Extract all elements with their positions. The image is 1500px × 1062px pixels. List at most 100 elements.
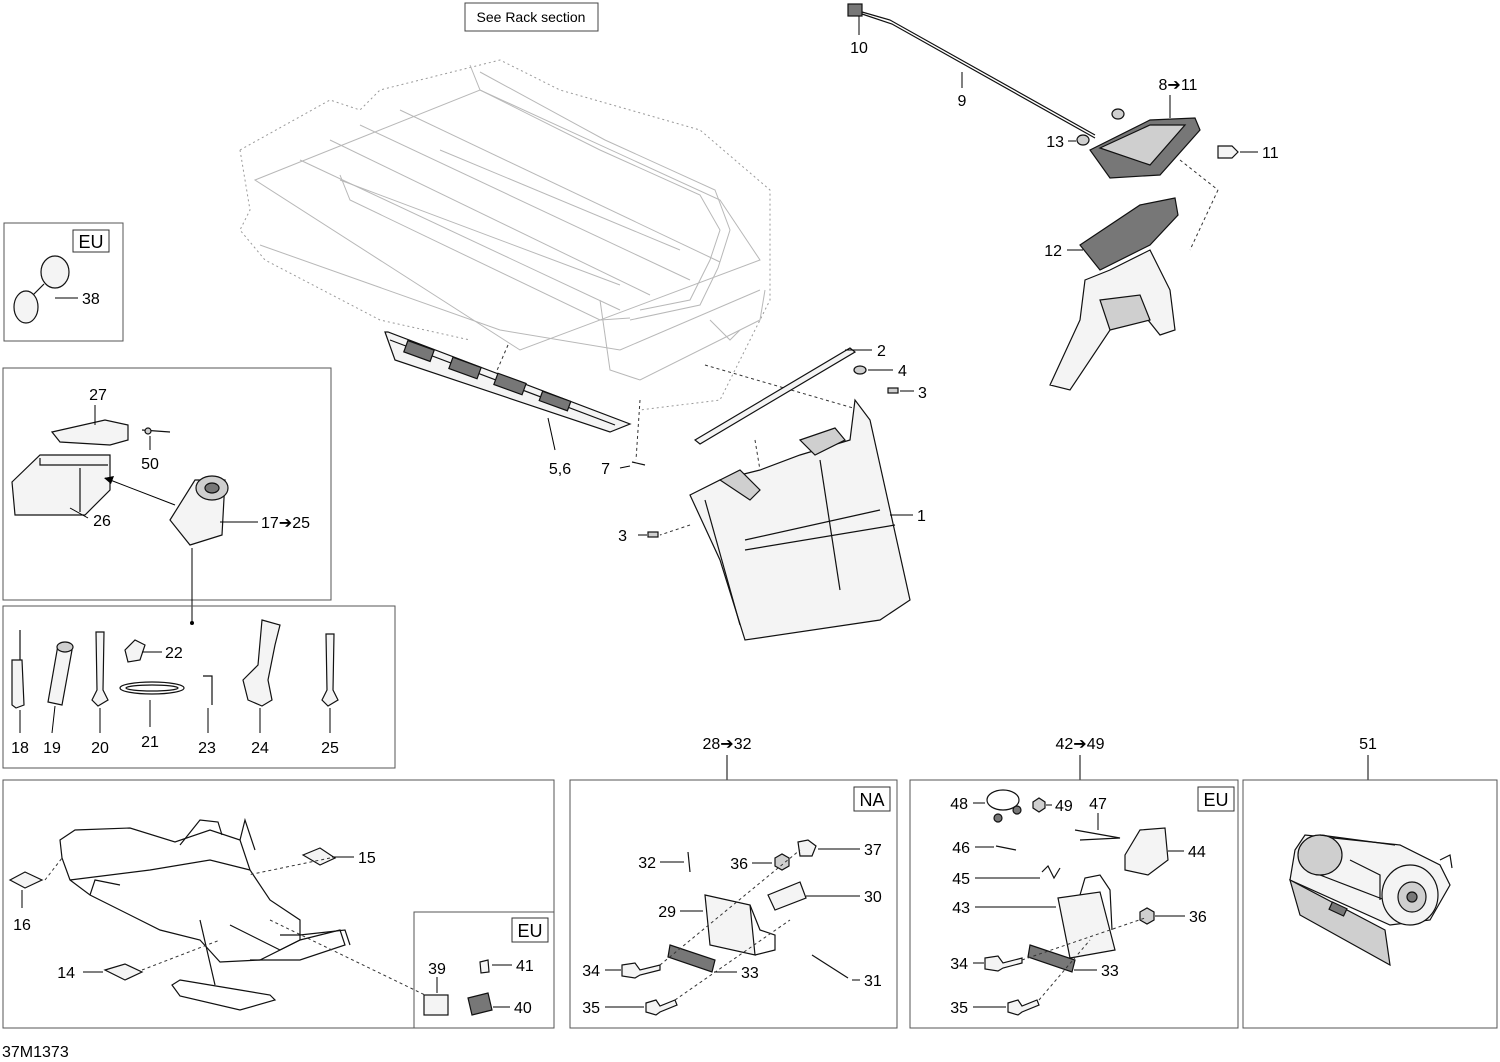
callout-15: 15 (358, 850, 376, 867)
rack-ghost-illustration (239, 59, 861, 461)
callout-17-25: 17➔25 (261, 515, 310, 532)
callout-14: 14 (57, 965, 75, 982)
reflector-39-part (423, 994, 449, 1016)
callout-26: 26 (93, 513, 111, 530)
hitch-na-box (569, 779, 898, 1029)
tool-bag-box (2, 367, 332, 601)
callout-46: 46 (952, 840, 970, 857)
callout-49: 49 (1055, 798, 1073, 815)
callout-34-eu: 34 (950, 956, 968, 973)
hex-key-23-part (203, 675, 213, 705)
callout-13: 13 (1046, 134, 1064, 151)
hitch-eu-box (909, 779, 1239, 1029)
callout-31: 31 (864, 973, 882, 990)
pin-46-part (995, 845, 1017, 851)
nut-36-eu-part (1139, 907, 1155, 925)
rack-note-box[interactable]: See Rack section (464, 2, 599, 32)
bracket-27-part (50, 419, 129, 446)
callout-48: 48 (950, 796, 968, 813)
hitch-na-tag-text: NA (859, 790, 884, 810)
tool-kit-roll-part (169, 475, 229, 546)
bolt-34-na-part (621, 962, 661, 979)
callout-44: 44 (1188, 844, 1206, 861)
reflector-eu-tag (511, 917, 549, 943)
flap-bar-part (693, 347, 857, 445)
callout-32: 32 (638, 855, 656, 872)
callout-29: 29 (658, 904, 676, 921)
callout-8-11: 8➔11 (1159, 77, 1198, 94)
winch-part (1289, 834, 1453, 967)
hitch-na-tag (853, 786, 891, 812)
hitch-eu-tag (1197, 786, 1235, 812)
callout-35-na: 35 (582, 1000, 600, 1017)
pad-33-na-part (667, 944, 716, 973)
bracket-30-part (767, 881, 807, 911)
callout-20: 20 (91, 740, 109, 757)
clip-22-part (124, 639, 146, 663)
callout-42-49: 42➔49 (1056, 736, 1105, 753)
mirror-eu-box (3, 222, 124, 342)
rivet-50-part (141, 427, 171, 435)
snowmobile-illustration (59, 817, 351, 1011)
callout-37: 37 (864, 842, 882, 859)
mirror-eu-tag-text: EU (78, 232, 103, 252)
rope-21-part (119, 681, 185, 695)
pin-31-part (811, 954, 849, 979)
callout-4: 4 (898, 363, 907, 380)
callout-7: 7 (601, 461, 610, 478)
callout-33-na: 33 (741, 965, 759, 982)
callout-30: 30 (864, 889, 882, 906)
callout-39: 39 (428, 961, 446, 978)
callout-3-left: 3 (618, 528, 627, 545)
callout-50: 50 (141, 456, 159, 473)
side-deflector-part (384, 331, 632, 433)
snowmobile-box (2, 779, 555, 1029)
reflector-eu-tag-text: EU (517, 921, 542, 941)
pad-33-eu-part (1027, 944, 1076, 973)
decal-16-part (8, 871, 44, 889)
callout-9: 9 (958, 93, 967, 110)
callout-10: 10 (850, 40, 868, 57)
callout-24: 24 (251, 740, 269, 757)
spark-plug-socket-19-part (47, 641, 74, 706)
wrench-25-part (321, 633, 339, 707)
callout-41: 41 (516, 958, 534, 975)
callout-21: 21 (141, 734, 159, 751)
arrow-icon (104, 476, 114, 484)
callout-33-eu: 33 (1101, 963, 1119, 980)
screw-left-part (647, 531, 659, 538)
bolt-35-na-part (645, 999, 678, 1016)
figure-code: 37M1373 (2, 1044, 69, 1061)
screw-41-part (479, 959, 490, 974)
decal-15-part (301, 847, 337, 866)
callout-25: 25 (321, 740, 339, 757)
screw-part (887, 387, 899, 394)
bracket-44-part (1124, 827, 1169, 876)
bulb-part (1217, 145, 1239, 159)
callout-12: 12 (1044, 243, 1062, 260)
callout-45: 45 (952, 871, 970, 888)
callout-34-na: 34 (582, 963, 600, 980)
spring-45-part (1041, 864, 1061, 880)
bolt-35-eu-part (1007, 999, 1040, 1016)
callout-38: 38 (82, 291, 100, 308)
spacer-37-part (797, 839, 817, 857)
clip-47-part (1074, 829, 1121, 841)
nut-49-part (1032, 797, 1046, 813)
tail-light-harness (847, 3, 1096, 139)
plate-43-part (1057, 891, 1116, 959)
callout-16: 16 (13, 917, 31, 934)
callout-43: 43 (952, 900, 970, 917)
plate-29-part (704, 894, 756, 956)
callout-11: 11 (1262, 145, 1279, 162)
screwdriver-18-part (11, 630, 25, 709)
callout-27: 27 (89, 387, 107, 404)
washer-part (853, 365, 867, 375)
mirror-eu-tag (72, 229, 110, 253)
callout-47: 47 (1089, 796, 1107, 813)
bolt-34-eu-part (984, 955, 1023, 972)
winch-box (1242, 779, 1498, 1029)
callout-35-eu: 35 (950, 1000, 968, 1017)
callout-40: 40 (514, 1000, 532, 1017)
nut-36-na-part (774, 853, 790, 871)
